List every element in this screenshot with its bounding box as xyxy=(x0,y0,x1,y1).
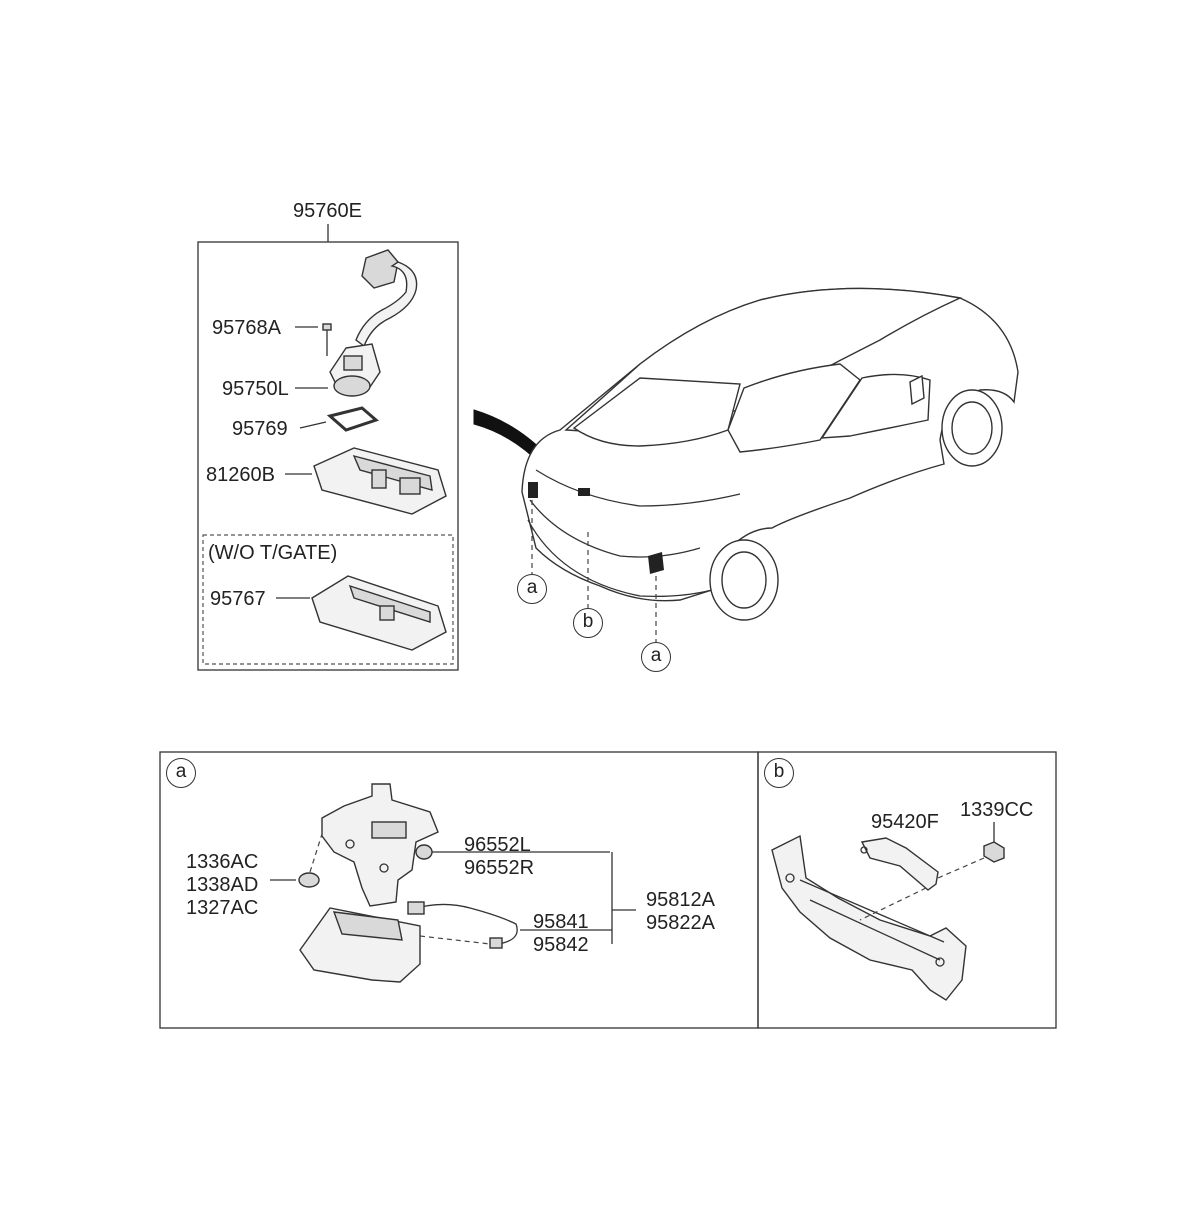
label-housing: 81260B xyxy=(206,464,275,486)
label-harness-2: 95842 xyxy=(533,934,589,956)
callout-left-a: a xyxy=(517,574,547,604)
label-camera: 95750L xyxy=(222,378,289,400)
label-housing-alt: 95767 xyxy=(210,588,266,610)
detail-a-bracket-drawing xyxy=(321,783,439,907)
detail-a-grommet-drawing xyxy=(415,844,610,860)
label-bracket-l: 96552L xyxy=(464,834,531,856)
label-screw: 95768A xyxy=(212,317,281,339)
camera-cable-drawing xyxy=(355,249,418,348)
label-gasket: 95769 xyxy=(232,418,288,440)
callout-right-a: a xyxy=(641,642,671,672)
detail-b-panel-drawing xyxy=(771,834,967,1001)
detail-a-marker: a xyxy=(166,758,196,788)
label-bracket-r: 96552R xyxy=(464,857,535,879)
label-fastener-1: 1336AC xyxy=(186,851,259,873)
label-fastener-2: 1338AD xyxy=(186,874,259,896)
detail-a-leaders xyxy=(520,852,636,944)
assembly-box xyxy=(197,224,459,671)
housing-drawing xyxy=(285,447,447,515)
label-variant-note: (W/O T/GATE) xyxy=(208,542,338,564)
detail-b-panel xyxy=(757,751,1057,1029)
housing-alt-drawing xyxy=(276,575,447,651)
camera-drawing xyxy=(295,343,381,397)
label-fastener-3: 1327AC xyxy=(186,897,259,919)
label-harness-1: 95841 xyxy=(533,911,589,933)
detail-b-nut-drawing xyxy=(937,822,1005,879)
label-brackets: 96552L 96552R xyxy=(464,834,534,880)
label-fasteners: 1336AC 1338AD 1327AC xyxy=(186,851,258,920)
label-harness: 95841 95842 xyxy=(533,911,589,957)
label-assembly: 95760E xyxy=(293,200,362,222)
label-assembly-a: 95812A 95822A xyxy=(646,889,715,935)
label-assembly-a-2: 95822A xyxy=(646,912,715,934)
label-assembly-a-1: 95812A xyxy=(646,889,715,911)
car-drawing xyxy=(473,287,1019,642)
detail-a-clip-drawing xyxy=(270,833,323,888)
label-bracket-b: 95420F xyxy=(871,811,939,833)
label-nut: 1339CC xyxy=(960,799,1034,821)
gasket-drawing xyxy=(299,406,379,432)
screw-drawing xyxy=(295,323,332,356)
callout-center-b: b xyxy=(573,608,603,638)
detail-a-module-drawing xyxy=(299,901,518,983)
detail-b-marker: b xyxy=(764,758,794,788)
detail-b-bracket-drawing xyxy=(859,837,939,921)
